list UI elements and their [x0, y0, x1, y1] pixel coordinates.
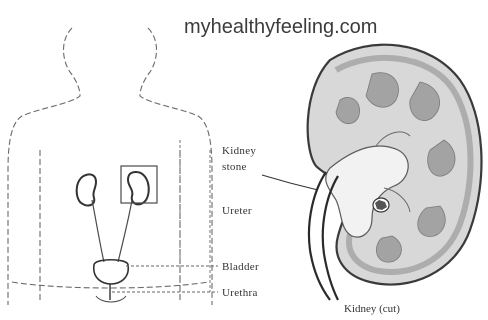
body-kidneys: [77, 172, 149, 205]
kidney-cut-illustration: [308, 45, 482, 300]
left-kidney-outline: [77, 174, 96, 205]
kidney-stone-icon: [373, 198, 389, 212]
label-kidney-cut: Kidney (cut): [344, 303, 400, 315]
label-urethra: Urethra: [222, 287, 258, 299]
stone-pointer-line: [262, 175, 318, 190]
label-kidney-stone-line1: Kidney: [222, 145, 256, 157]
right-kidney-outline: [128, 172, 149, 204]
watermark-text: myhealthyfeeling.com: [184, 16, 377, 38]
label-kidney-stone-line2: stone: [222, 161, 247, 173]
body-ureters: [92, 200, 132, 262]
body-bladder: [94, 260, 129, 284]
label-bladder: Bladder: [222, 261, 259, 273]
label-ureter: Ureter: [222, 205, 252, 217]
body-outline: [8, 28, 212, 305]
body-lower-line: [96, 296, 126, 302]
